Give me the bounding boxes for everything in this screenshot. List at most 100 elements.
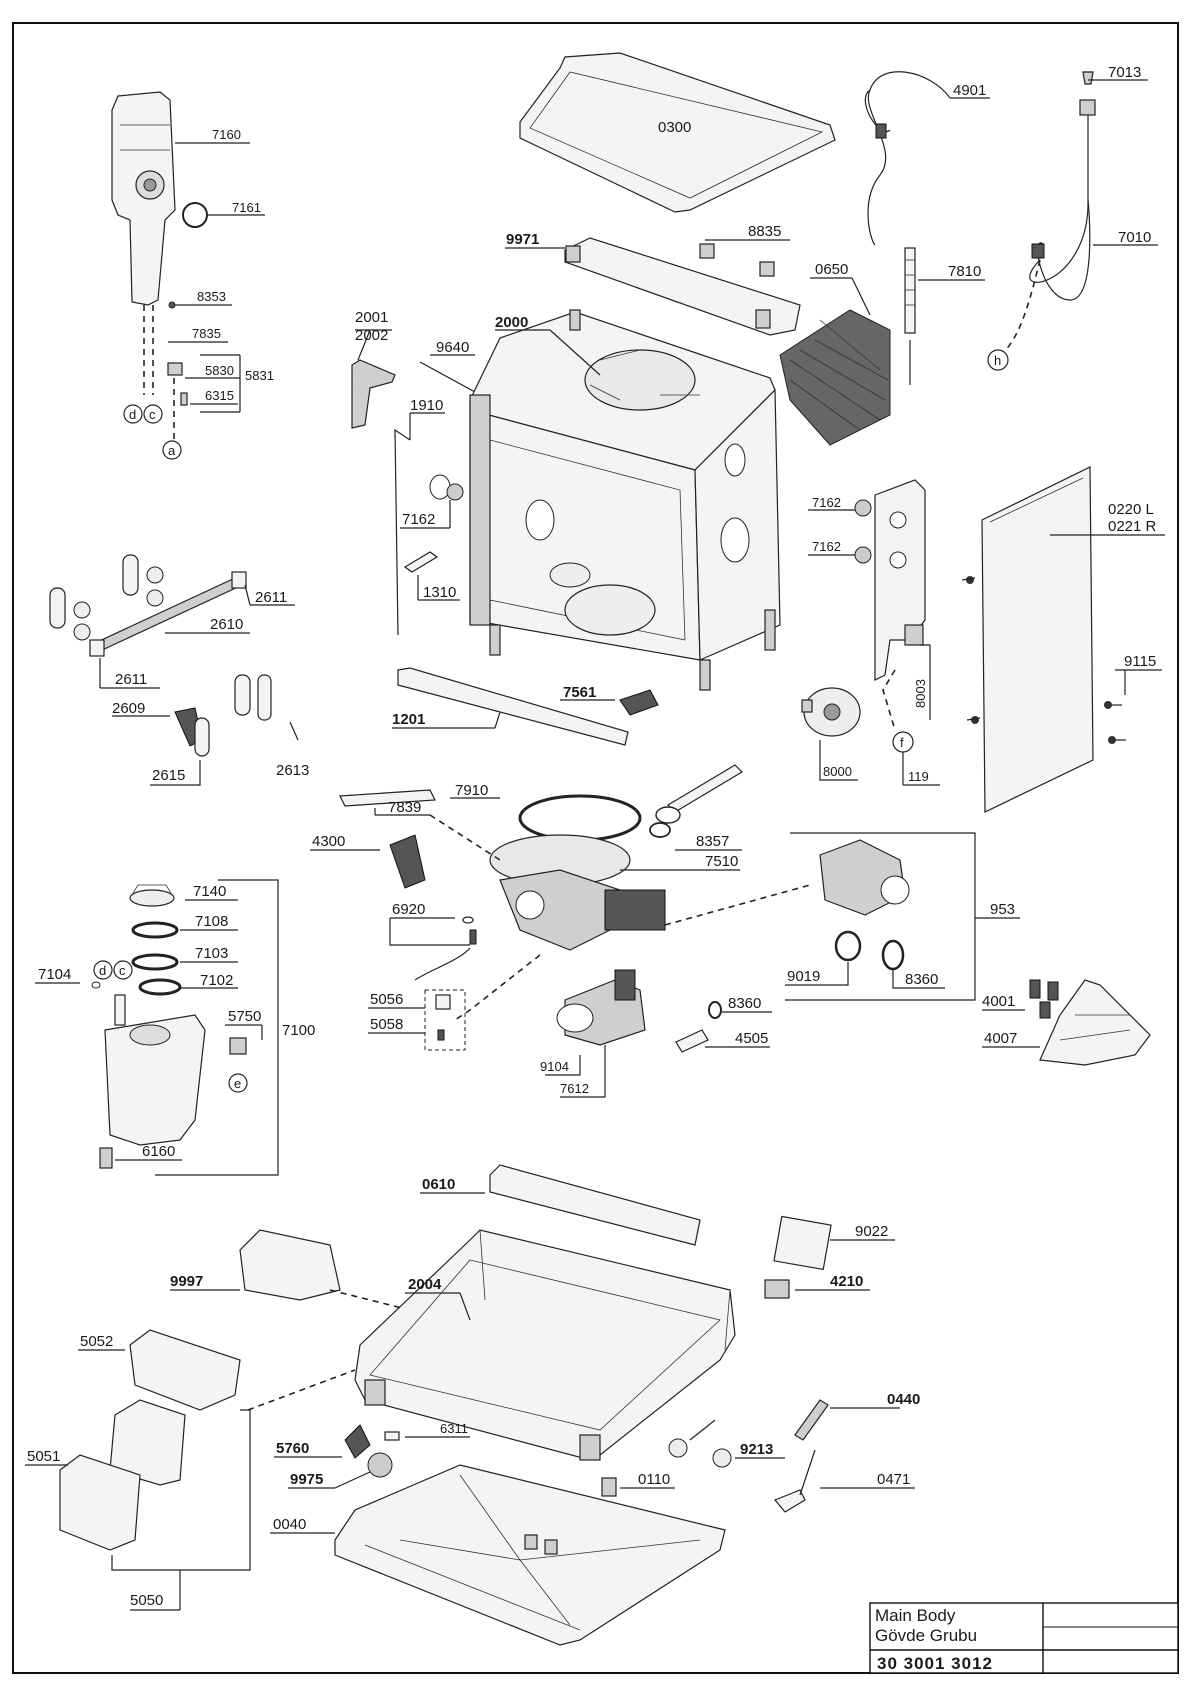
label-2611-top: 2611 [255, 589, 287, 606]
part-4210-switch [764, 1279, 790, 1299]
label-7140: 7140 [193, 883, 226, 900]
label-7102: 7102 [200, 972, 233, 989]
part-2000-tub [469, 309, 781, 691]
part-4001-feet [1029, 979, 1059, 1019]
label-7108: 7108 [195, 913, 228, 930]
part-7162-plug [429, 474, 451, 500]
marker-c-2 [113, 960, 133, 980]
part-8360-clamp-a [881, 939, 905, 971]
part-0220-side-panel [961, 466, 1094, 813]
label-9213: 9213 [740, 1441, 773, 1458]
label-7104: 7104 [38, 966, 71, 983]
label-7612: 7612 [560, 1081, 589, 1096]
label-5830: 5830 [205, 363, 234, 378]
label-9640: 9640 [436, 339, 469, 356]
part-7162-plug-right2 [854, 546, 872, 564]
part-9640-strip [419, 361, 476, 393]
label-5831: 5831 [245, 368, 274, 383]
label-7835: 7835 [192, 326, 221, 341]
part-0300-top-lid [519, 52, 836, 213]
page-border [12, 22, 1179, 1674]
label-8835: 8835 [748, 223, 781, 240]
label-4901: 4901 [953, 82, 986, 99]
label-8000: 8000 [823, 764, 852, 779]
label-5056: 5056 [370, 991, 403, 1008]
label-1310: 1310 [423, 584, 456, 601]
label-9997: 9997 [170, 1273, 203, 1290]
label-7162-right1: 7162 [812, 495, 841, 510]
marker-e-text: e [234, 1076, 241, 1091]
part-9019-ring [834, 930, 862, 962]
part-8360-clamp-b [708, 1001, 722, 1019]
title-line2: Gövde Grubu [875, 1626, 977, 1645]
part-6311-clip [384, 1431, 400, 1441]
part-2613-screw [289, 721, 299, 741]
label-2615: 2615 [152, 767, 185, 784]
label-7160: 7160 [212, 127, 241, 142]
label-9104: 9104 [540, 1059, 569, 1074]
label-2611-bottom: 2611 [115, 671, 147, 688]
label-1910: 1910 [410, 397, 443, 414]
label-7561: 7561 [563, 684, 596, 701]
label-7010: 7010 [1118, 229, 1151, 246]
label-6311: 6311 [440, 1421, 468, 1436]
marker-a-text: a [168, 443, 176, 458]
part-7839-seal [339, 789, 436, 807]
title-block: Main Body Gövde Grubu 30 3001 3012 [869, 1602, 1179, 1674]
label-7910: 7910 [455, 782, 488, 799]
label-953: 953 [990, 901, 1015, 918]
label-5750: 5750 [228, 1008, 261, 1025]
label-6315: 6315 [205, 388, 234, 403]
part-0110-foot [601, 1477, 617, 1497]
part-4007-base-cover [1039, 979, 1151, 1066]
label-0440: 0440 [887, 1391, 920, 1408]
label-4001: 4001 [982, 993, 1015, 1010]
part-7102-ring [138, 978, 182, 996]
label-4505: 4505 [735, 1030, 768, 1047]
part-9022-board [773, 1215, 832, 1271]
part-4901-cable [864, 71, 951, 246]
label-8360-b: 8360 [728, 995, 761, 1012]
label-8360-a: 8360 [905, 971, 938, 988]
title-line1: Main Body [875, 1606, 956, 1625]
part-9971-top-bracket [564, 237, 801, 336]
label-0471: 0471 [877, 1471, 910, 1488]
label-2610: 2610 [210, 616, 243, 633]
label-5052: 5052 [80, 1333, 113, 1350]
label-4210: 4210 [830, 1273, 863, 1290]
part-7100-water-tank [104, 994, 247, 1146]
label-5051: 5051 [27, 1448, 60, 1465]
label-6920: 6920 [392, 901, 425, 918]
part-8000-motor [801, 687, 861, 737]
part-1201-front-rail [397, 667, 629, 746]
part-2610-rail [89, 571, 247, 657]
label-1201: 1201 [392, 711, 425, 728]
part-7510-sump [489, 834, 666, 951]
label-7510: 7510 [705, 853, 738, 870]
label-0610: 0610 [422, 1176, 455, 1193]
marker-d2-text: d [99, 963, 106, 978]
part-0610-panel [489, 1164, 701, 1246]
part-7160-softener [111, 91, 176, 306]
label-4300: 4300 [312, 833, 345, 850]
part-7010-cable [1029, 71, 1096, 301]
label-7810: 7810 [948, 263, 981, 280]
label-0221: 0221 R [1108, 518, 1157, 535]
label-2609: 2609 [112, 700, 145, 717]
label-7161: 7161 [232, 200, 261, 215]
part-6160-valve [99, 1147, 113, 1169]
label-7162-right2: 7162 [812, 539, 841, 554]
label-0300: 0300 [658, 119, 691, 136]
marker-h [987, 349, 1009, 371]
label-2000: 2000 [495, 314, 528, 331]
part-2615-roller [194, 717, 210, 757]
part-0650-insulation-net [779, 309, 891, 446]
label-8353: 8353 [197, 289, 226, 304]
part-rail-rollers [49, 554, 164, 641]
part-0471-cable-tie [774, 1489, 806, 1513]
part-7910-gasket-ring [518, 794, 642, 842]
label-0650: 0650 [815, 261, 848, 278]
label-8357: 8357 [696, 833, 729, 850]
part-9997-bracket [239, 1229, 341, 1301]
